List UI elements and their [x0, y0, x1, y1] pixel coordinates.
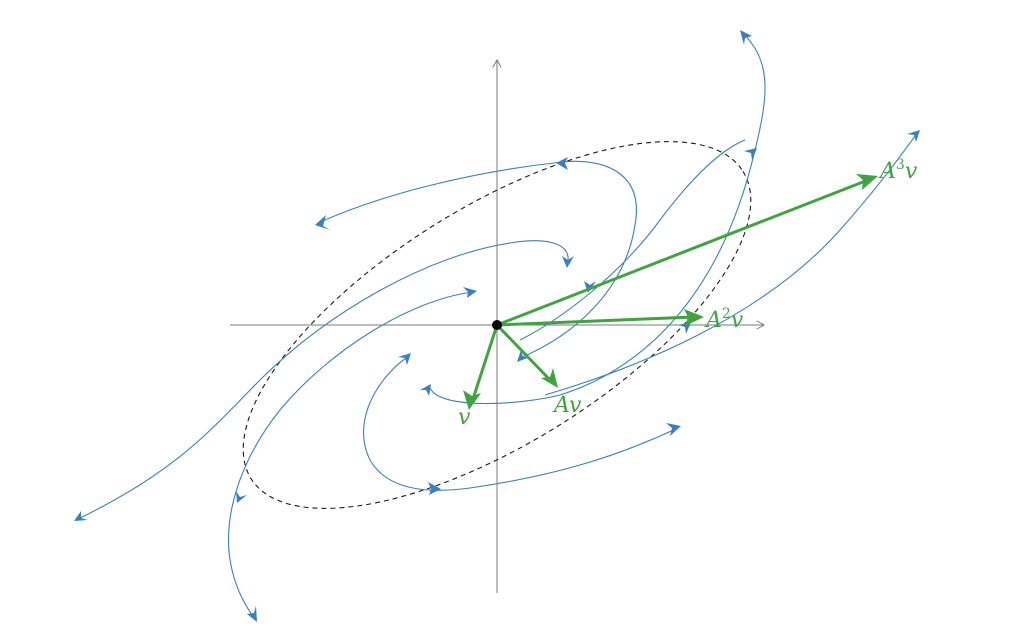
- vectors: [463, 174, 878, 410]
- vector-a3v-arrowhead-icon: [856, 174, 878, 190]
- vector-av: [495, 323, 554, 384]
- vector-a2v: [495, 315, 696, 327]
- origin-point: [492, 320, 502, 330]
- flow-line-3: [75, 240, 569, 521]
- flow-arrow-icon: [556, 157, 568, 170]
- flow-line-4: [228, 291, 474, 621]
- flow-arrow-icon: [740, 30, 752, 45]
- label-a2v-base: A: [704, 308, 722, 333]
- flow-arrow-icon: [236, 491, 247, 503]
- flow-arrow-icon: [74, 511, 88, 521]
- label-a2v-power: 2: [722, 306, 731, 322]
- flow-line-7: [544, 131, 919, 396]
- label-av: Av: [552, 393, 582, 418]
- flow-arrow-icon: [428, 482, 441, 495]
- flow-lines: [74, 30, 920, 622]
- flow-arrow-icon: [907, 130, 920, 142]
- flow-line-6: [519, 139, 746, 341]
- x-axis-arrow-icon: [756, 320, 766, 330]
- flow-arrow-icon: [398, 353, 411, 365]
- label-a3v: A3v: [878, 157, 918, 184]
- flow-arrow-icon: [666, 423, 681, 436]
- label-a3v-power: 3: [896, 157, 905, 173]
- vector-av-arrowhead-icon: [541, 368, 558, 388]
- flow-arrow-icon: [562, 256, 574, 268]
- label-a2v: A2v: [704, 306, 744, 333]
- flow-arrow-icon: [247, 606, 257, 622]
- vector-a3v: [495, 178, 870, 327]
- label-a2v-tail: v: [731, 308, 744, 333]
- flow-arrow-icon: [463, 287, 477, 298]
- invariant-ellipse: [242, 141, 752, 509]
- flow-arrow-icon: [517, 350, 530, 362]
- flow-line-2: [363, 355, 679, 491]
- flow-arrow-icon: [420, 384, 431, 396]
- flow-line-1: [317, 160, 637, 359]
- vector-v: [470, 323, 499, 404]
- flow-arrow-icon: [744, 148, 757, 160]
- flow-line-5: [429, 31, 766, 405]
- vector-labels: v Av A2v A3v: [458, 157, 918, 430]
- label-v: v: [458, 405, 471, 430]
- flow-arrow-icon: [678, 322, 691, 334]
- flow-arrow-icon: [315, 215, 330, 230]
- vector-v-arrowhead-icon: [463, 390, 481, 410]
- label-a3v-tail: v: [905, 159, 918, 184]
- vector-a2v-arrowhead-icon: [684, 309, 704, 326]
- y-axis-arrow-icon: [492, 58, 502, 68]
- label-a3v-base: A: [878, 159, 896, 184]
